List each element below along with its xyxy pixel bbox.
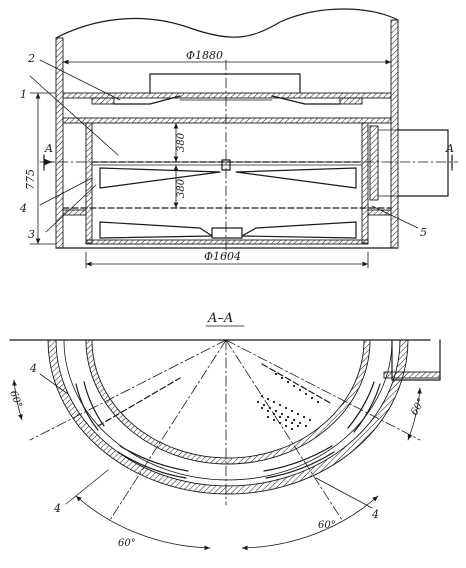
slot-bottom-left xyxy=(117,451,187,479)
angle-arc-bottom-left xyxy=(75,495,211,551)
radial-line-right xyxy=(225,339,421,441)
tapered-plate-left xyxy=(99,167,221,189)
top-plate xyxy=(62,92,392,99)
plan-leader-4c xyxy=(315,477,373,509)
slot-right-b xyxy=(347,381,375,429)
sloped-plate-right xyxy=(271,95,341,105)
section-label-right: A xyxy=(445,142,454,155)
dim-inner-label: Φ1604 xyxy=(204,250,241,263)
angle-arc-top-left xyxy=(12,379,23,421)
tapered-plate-right xyxy=(235,167,357,189)
plan-part-4a-label: 4 xyxy=(29,362,37,375)
outlet-stub-wall xyxy=(383,371,441,379)
plate-strip-left xyxy=(97,377,181,427)
part-4-label: 4 xyxy=(19,202,27,215)
lower-hub xyxy=(211,227,243,239)
angle-right-label: 60° xyxy=(409,397,427,418)
outer-wall-right xyxy=(390,19,399,249)
dim-height-label: 775 xyxy=(24,169,37,190)
plan-part-4c-label: 4 xyxy=(371,508,379,521)
slot-right xyxy=(353,383,381,433)
slot-bottom-left-b xyxy=(119,445,189,472)
sloped-plate-left xyxy=(113,95,181,105)
radial-line-br xyxy=(225,339,343,521)
dim-380-lower-label: 380 xyxy=(176,178,187,198)
lower-tapered-right xyxy=(241,221,357,239)
leader-3 xyxy=(45,184,97,233)
lower-ring-left xyxy=(62,209,87,216)
radial-line-bl xyxy=(109,339,227,521)
inner-wall-right xyxy=(361,122,369,244)
support-block xyxy=(91,97,115,105)
slot-left-upper-b xyxy=(83,381,105,427)
plan-part-4b-label: 4 xyxy=(53,502,61,515)
radial-line-left xyxy=(29,339,227,441)
slot-left-upper xyxy=(75,383,99,431)
angle-arc-right xyxy=(407,387,422,441)
slot-bottom-right-b xyxy=(263,445,333,472)
leader-1 xyxy=(29,75,119,156)
lower-ring-right xyxy=(367,209,392,216)
level-plate-1 xyxy=(62,117,392,124)
section-label-left: A xyxy=(44,142,53,155)
angle-arc-bottom-right xyxy=(241,495,379,551)
central-hub-top xyxy=(149,73,301,94)
elevation-view: Φ1880 Φ1604 775 380 380 A A 1 2 3 4 5 xyxy=(19,8,459,269)
plate-strip-right xyxy=(261,363,333,405)
angle-bottom-left-label: 60° xyxy=(118,538,136,549)
part-2-label: 2 xyxy=(27,52,35,65)
slot-bottom-right xyxy=(265,451,335,479)
section-title: A–A xyxy=(207,311,233,326)
angle-top-left-label: 60° xyxy=(7,389,23,409)
inner-wall-left xyxy=(85,122,93,244)
leader-4 xyxy=(39,177,93,206)
break-line xyxy=(55,8,399,39)
support-block xyxy=(339,97,363,105)
leader-5 xyxy=(371,205,419,229)
inner-bottom-plate xyxy=(85,239,369,245)
section-view: A–A xyxy=(7,311,441,551)
dim-380-upper-label: 380 xyxy=(176,132,187,152)
part-5-label: 5 xyxy=(420,226,427,239)
pipe-flange xyxy=(369,125,379,201)
outlet-pipe xyxy=(397,129,449,197)
dim-outer-label: Φ1880 xyxy=(186,49,223,62)
plan-leader-4b xyxy=(65,469,109,505)
perforation-grid xyxy=(256,372,320,431)
leader-2 xyxy=(39,59,121,101)
outlet-stub xyxy=(391,339,441,381)
outer-ring xyxy=(47,339,409,495)
part-3-label: 3 xyxy=(28,228,35,241)
angle-bottom-right-label: 60° xyxy=(318,520,336,531)
plan-leader-4a xyxy=(39,373,69,395)
lower-tapered-left xyxy=(99,221,213,239)
part-1-label: 1 xyxy=(20,88,27,101)
inner-ring xyxy=(85,339,371,465)
